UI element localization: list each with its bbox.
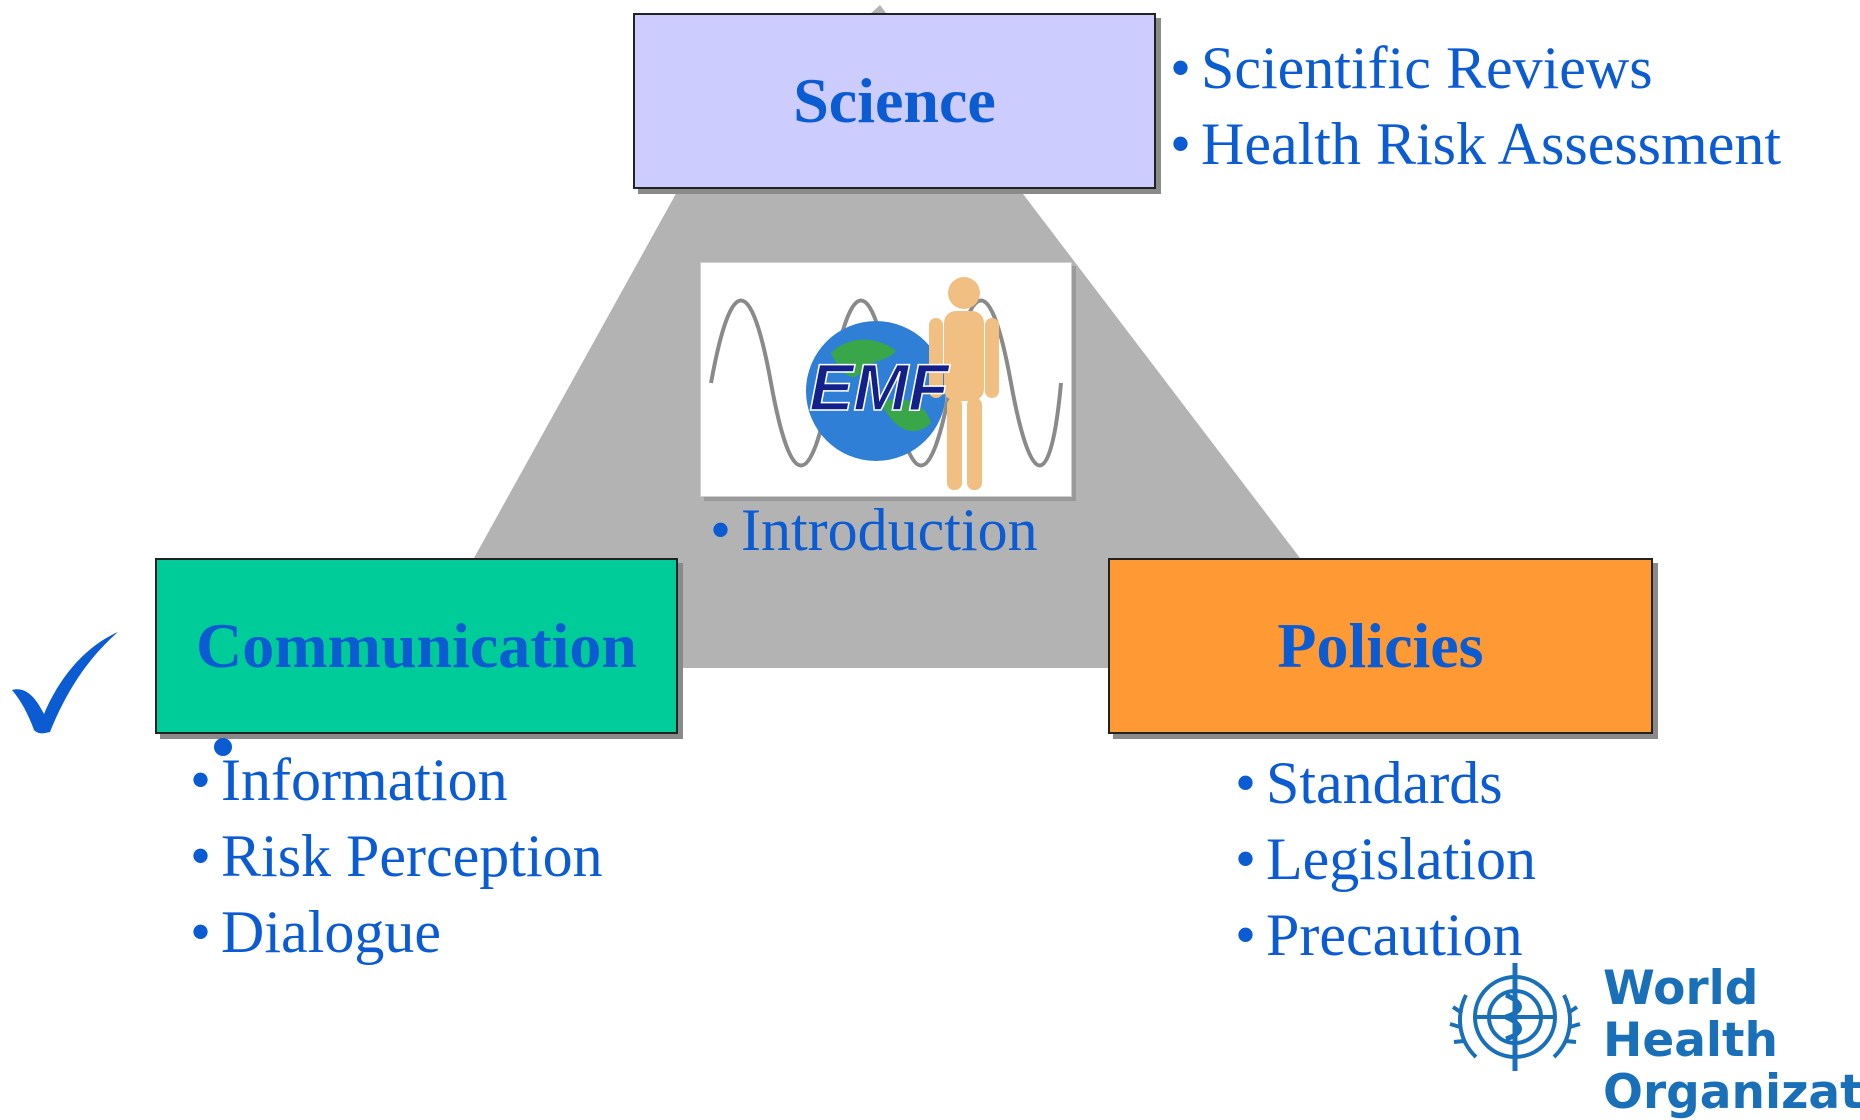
science-items-list: •Scientific Reviews •Health Risk Assessm… [1170, 30, 1781, 182]
bullet: • [190, 823, 212, 889]
bullet: • [1170, 35, 1192, 101]
list-item: •Introduction [710, 492, 1038, 568]
list-item: •Standards [1235, 745, 1536, 821]
center-items-list: •Introduction [710, 492, 1038, 568]
bullet: • [1235, 902, 1257, 968]
bullet: • [1235, 750, 1257, 816]
who-wordmark-line1: World Health [1603, 961, 1778, 1068]
list-item: •Health Risk Assessment [1170, 106, 1781, 182]
bullet: • [710, 497, 732, 563]
checkmark-icon [12, 632, 118, 734]
globe-landmass [831, 339, 931, 432]
human-figure-icon [929, 277, 999, 490]
policies-box: Policies [1108, 558, 1653, 734]
list-item: •Risk Perception [190, 818, 603, 894]
emf-logo-text: EMF [809, 350, 950, 424]
bullet-dot [214, 738, 232, 756]
who-logo: World Health Organization [1440, 955, 1860, 1119]
list-item: •Dialogue [190, 894, 603, 970]
bullet: • [190, 899, 212, 965]
policies-items-list: •Standards •Legislation •Precaution [1235, 745, 1536, 973]
communication-label: Communication [196, 610, 637, 681]
bullet: • [1235, 826, 1257, 892]
bullet: • [1170, 111, 1192, 177]
who-wordmark-line2: Organization [1603, 1065, 1860, 1120]
bullet: • [190, 747, 212, 813]
list-item: •Precaution [1235, 897, 1536, 973]
communication-items-list: •Information •Risk Perception •Dialogue [190, 742, 603, 970]
science-box: Science [633, 13, 1156, 189]
emf-logo: EMF [700, 262, 1072, 497]
list-item: •Legislation [1235, 821, 1536, 897]
un-emblem-icon [1449, 963, 1581, 1071]
policies-label: Policies [1277, 610, 1484, 681]
science-label: Science [793, 65, 996, 136]
who-wordmark: World Health Organization [1603, 963, 1860, 1119]
list-item: •Information [190, 742, 603, 818]
communication-box: Communication [155, 558, 678, 734]
list-item: •Scientific Reviews [1170, 30, 1781, 106]
